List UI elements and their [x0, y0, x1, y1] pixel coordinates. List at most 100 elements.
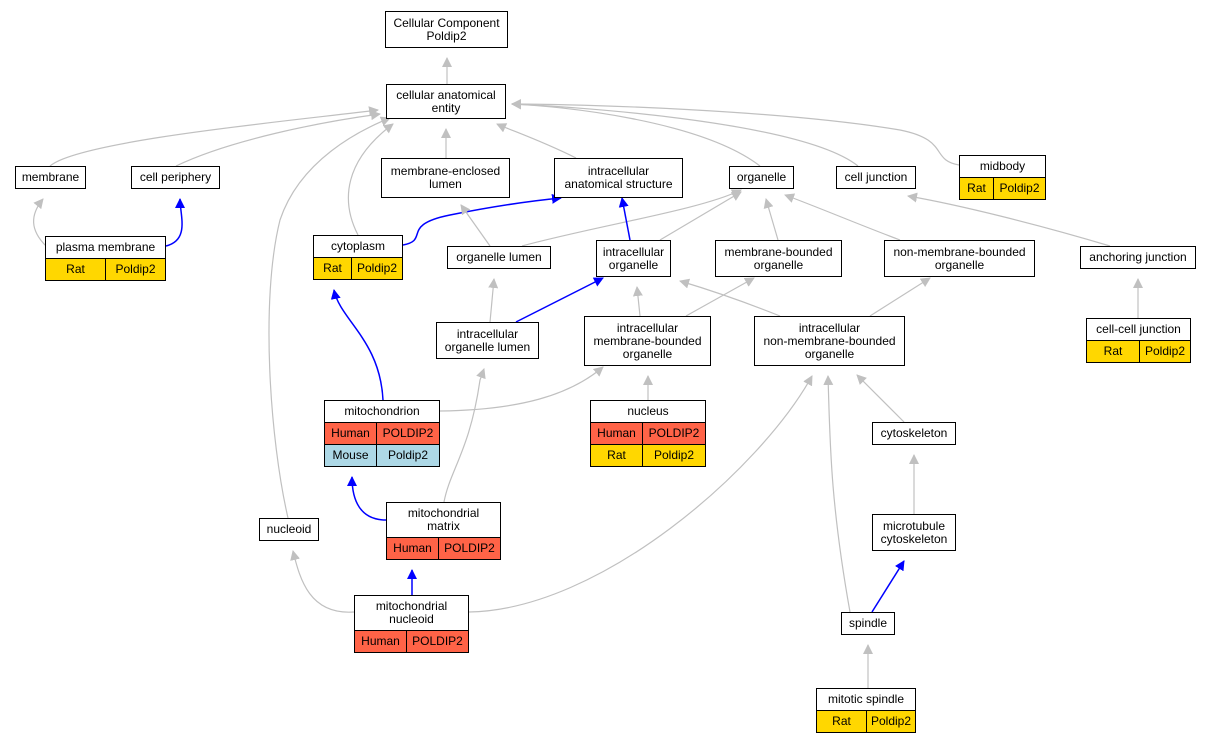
annotation-gene: POLDIP2: [438, 538, 500, 559]
edge-is-a-cytoskeleton-to-intracellular-nmb-organelle: [856, 374, 905, 423]
edge-part-of-intracellular-organelle-lumen-to-intracellular-organelle: [515, 277, 604, 323]
edge-is-a-mitochondrial-matrix-to-intracellular-organelle-lumen: [443, 368, 486, 503]
annotation-gene: Poldip2: [993, 178, 1045, 199]
go-term-organelle[interactable]: organelle: [729, 166, 794, 189]
annotation-gene: POLDIP2: [642, 423, 705, 444]
go-term-intracellular-anat[interactable]: intracellular anatomical structure: [554, 158, 683, 198]
go-term-label: nucleoid: [266, 522, 312, 536]
go-term-label: cell-cell junction: [1096, 322, 1181, 336]
annotation-species: Human: [393, 541, 432, 555]
go-term-label: mitotic spindle: [827, 692, 905, 706]
annotation-row: Rat Poldip2: [591, 444, 705, 466]
annotation-gene: Poldip2: [351, 258, 402, 279]
go-term-membrane-enclosed-lumen[interactable]: membrane-enclosed lumen: [381, 158, 510, 198]
go-term-label: spindle: [848, 616, 888, 630]
annotation-species: Rat: [323, 261, 342, 275]
edge-is-a-cell-junction-to-cell-anat: [511, 99, 859, 167]
go-term-label: non-membrane-bounded organelle: [893, 244, 1026, 272]
go-term-label: organelle: [736, 170, 787, 184]
go-term-label: Cellular Component Poldip2: [393, 15, 500, 43]
go-term-nucleoid[interactable]: nucleoid: [259, 518, 319, 541]
go-term-membrane[interactable]: membrane: [15, 166, 86, 189]
go-term-label: membrane-enclosed lumen: [390, 164, 501, 191]
annotation-gene: Poldip2: [642, 445, 705, 466]
annotation-species: Human: [597, 426, 636, 440]
go-term-intracellular-organelle[interactable]: intracellular organelle: [596, 240, 671, 277]
edge-part-of-intracellular-organelle-to-intracellular-anat: [618, 197, 631, 241]
edge-part-of-cytoplasm-to-intracellular-anat: [402, 193, 562, 246]
annotation-species: Rat: [1103, 344, 1123, 358]
go-term-label: midbody: [979, 159, 1026, 173]
go-term-label: cell periphery: [139, 170, 212, 184]
edge-part-of-plasma-membrane-to-cell-periphery: [165, 198, 186, 247]
edge-part-of-spindle-to-microtubule-cytoskeleton: [871, 560, 905, 613]
go-term-label: intracellular organelle: [602, 244, 665, 272]
go-term-intracellular-organelle-lumen[interactable]: intracellular organelle lumen: [436, 322, 539, 359]
go-term-label: intracellular membrane-bounded organelle: [593, 320, 702, 361]
go-term-label: mitochondrion: [344, 404, 420, 418]
edge-is-a-intracellular-nmb-organelle-to-intracellular-organelle: [679, 278, 781, 317]
edge-is-a-spindle-to-intracellular-nmb-organelle: [823, 375, 851, 613]
go-term-cell-periphery[interactable]: cell periphery: [131, 166, 220, 189]
edge-is-a-organelle-lumen-to-membrane-enclosed-lumen: [460, 204, 491, 247]
edge-is-a-non-membrane-bounded-organelle-to-organelle: [784, 193, 901, 241]
edge-is-a-intracellular-organelle-lumen-to-organelle-lumen: [488, 278, 499, 323]
go-term-label: plasma membrane: [55, 240, 156, 254]
edge-is-a-mitochondrion-to-intracellular-mb-organelle: [439, 366, 604, 412]
edge-is-a-intracellular-mb-organelle-to-membrane-bounded-organelle: [685, 277, 755, 317]
go-term-label: microtubule cytoskeleton: [880, 518, 948, 546]
go-term-membrane-bounded-organelle[interactable]: membrane-bounded organelle: [715, 240, 842, 277]
go-term-intracellular-mb-organelle[interactable]: intracellular membrane-bounded organelle: [584, 316, 711, 366]
annotation-species: Rat: [607, 448, 626, 462]
edge-is-a-organelle-lumen-to-organelle: [521, 189, 742, 247]
annotation-gene: Poldip2: [376, 445, 439, 466]
annotation-species: Human: [361, 634, 400, 648]
edge-is-a-cytoplasm-to-cell-anat: [347, 123, 394, 236]
annotation-row: Human POLDIP2: [387, 537, 500, 559]
go-term-label: nucleus: [627, 404, 669, 418]
go-term-label: anchoring junction: [1089, 250, 1187, 264]
go-term-anchoring-junction[interactable]: anchoring junction: [1080, 246, 1196, 269]
go-term-cell-junction[interactable]: cell junction: [836, 166, 916, 189]
annotation-row: Rat Poldip2: [314, 257, 402, 279]
go-term-label: intracellular anatomical structure: [564, 164, 673, 191]
edge-part-of-mitochondrial-matrix-to-mitochondrion: [347, 476, 387, 521]
go-term-spindle[interactable]: spindle: [841, 612, 895, 635]
annotation-gene: Poldip2: [105, 259, 165, 280]
go-term-intracellular-nmb-organelle[interactable]: intracellular non-membrane-bounded organ…: [754, 316, 905, 366]
annotation-species: Rat: [66, 262, 85, 276]
go-term-non-membrane-bounded-organelle[interactable]: non-membrane-bounded organelle: [884, 240, 1035, 277]
edge-is-a-anchoring-junction-to-cell-junction: [907, 192, 1111, 247]
go-term-label: membrane-bounded organelle: [724, 244, 833, 272]
edge-is-a-intracellular-anat-to-cell-anat: [496, 123, 577, 159]
go-term-label: intracellular organelle lumen: [444, 326, 531, 354]
go-term-label: cytoplasm: [330, 239, 386, 253]
go-term-microtubule-cytoskeleton[interactable]: microtubule cytoskeleton: [872, 514, 956, 551]
go-term-cytoskeleton[interactable]: cytoskeleton: [872, 422, 956, 445]
edge-is-a-membrane-bounded-organelle-to-organelle: [763, 198, 779, 241]
go-term-organelle-lumen[interactable]: organelle lumen: [447, 246, 551, 269]
go-term-cell-anat[interactable]: cellular anatomical entity: [386, 84, 506, 119]
go-term-label: cytoskeleton: [880, 426, 948, 440]
go-term-label: mitochondrial nucleoid: [375, 599, 448, 626]
edge-is-a-mitochondrial-nucleoid-to-intracellular-nmb-organelle: [468, 375, 813, 613]
edge-is-a-nucleoid-to-cell-anat: [268, 116, 391, 519]
annotation-species: Human: [331, 426, 370, 440]
edge-is-a-plasma-membrane-to-membrane: [33, 198, 47, 247]
annotation-row: Rat Poldip2: [46, 258, 165, 280]
go-term-cc-root[interactable]: Cellular Component Poldip2: [385, 11, 508, 48]
